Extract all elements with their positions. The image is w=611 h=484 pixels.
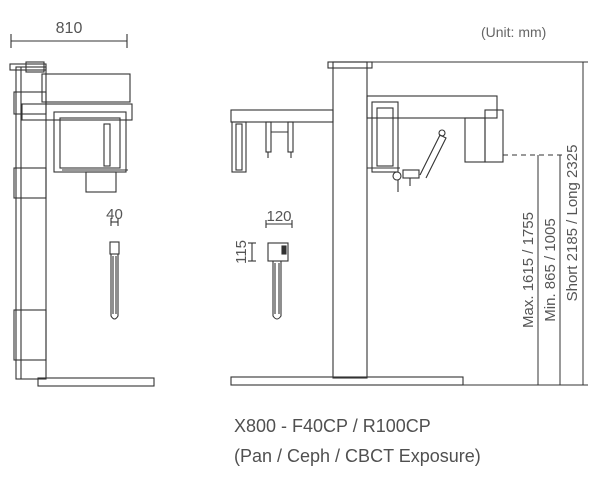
- model-caption: X800 - F40CP / R100CP: [234, 416, 431, 436]
- height-min-dim: Min. 865 / 1005: [542, 218, 559, 321]
- height-dimensions: [367, 61, 588, 386]
- height-total-dim: Short 2185 / Long 2325: [564, 145, 581, 302]
- front-view-unit: [9, 34, 155, 387]
- front-width-dim: 810: [56, 20, 83, 37]
- height-max-dim: Max. 1615 / 1755: [520, 212, 537, 328]
- side-handle-height-dim: 115: [233, 240, 250, 264]
- exposure-caption: (Pan / Ceph / CBCT Exposure): [234, 446, 481, 466]
- unit-label: (Unit: mm): [481, 24, 547, 40]
- front-handle-width-dim: 40: [106, 206, 123, 223]
- side-handle-width-dim: 120: [266, 208, 291, 225]
- side-view-unit: [230, 61, 504, 386]
